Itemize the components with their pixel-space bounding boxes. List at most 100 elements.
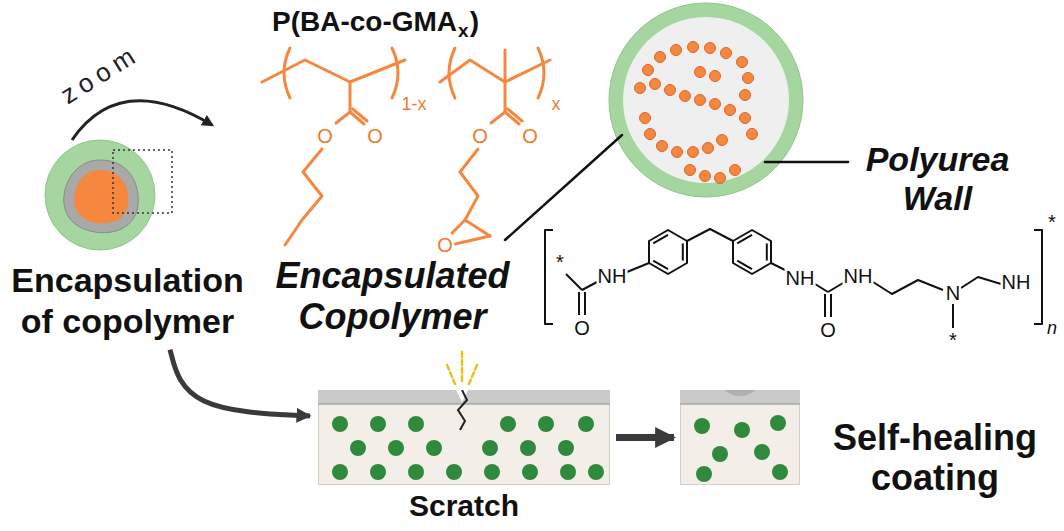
scratch-spark	[461, 352, 464, 384]
microcapsule	[426, 440, 442, 456]
atom-label: O	[436, 235, 454, 255]
atom-label: *	[555, 252, 565, 272]
polyurea-structure	[737, 235, 752, 244]
atom-label: O	[316, 126, 334, 146]
copolymer-dot	[737, 57, 748, 68]
copolymer-structure	[349, 82, 352, 112]
microcapsule	[350, 440, 366, 456]
copolymer-dot	[635, 42, 758, 184]
polyurea-structure	[578, 292, 580, 315]
copolymer-dot	[655, 52, 666, 63]
copolymer-dot	[695, 67, 706, 78]
atom-label: *	[1047, 212, 1057, 232]
copolymer-dot	[688, 42, 699, 53]
polyurea-structure	[653, 235, 668, 244]
polyurea-structure	[545, 230, 553, 324]
microcapsule	[408, 416, 424, 432]
copolymer-structure	[460, 149, 478, 220]
capsule-node: Encapsulation of copolymer	[0, 130, 255, 342]
topcoat-edge	[680, 403, 800, 405]
polyurea-structure	[961, 277, 1001, 288]
coating-layer	[318, 390, 610, 485]
copolymer-structure	[455, 236, 490, 244]
atom-label: NH	[785, 268, 816, 288]
copolymer-dot	[688, 147, 699, 158]
crack	[458, 390, 467, 430]
polyurea-structure	[771, 263, 785, 270]
copolymer-structure	[504, 82, 507, 112]
polyurea-structure	[830, 294, 832, 317]
coating-layer	[680, 390, 800, 485]
copolymer-structure	[392, 48, 398, 98]
microcapsule	[694, 418, 710, 434]
subscript: 1-x	[401, 95, 426, 113]
polyurea-structure	[627, 263, 649, 272]
healed-scar	[724, 390, 756, 396]
copolymer-dot	[700, 171, 711, 182]
copolymer-dot	[671, 45, 682, 56]
microcapsule	[520, 440, 536, 456]
scratch-spark	[447, 365, 455, 384]
zoom-arrow	[72, 101, 212, 140]
copolymer-structure	[491, 112, 505, 123]
microcapsule	[772, 464, 788, 480]
copolymer-dot	[740, 90, 751, 101]
polyurea-structure	[815, 284, 828, 292]
copolymer-dot	[710, 71, 721, 82]
copolymer-structure	[353, 109, 367, 121]
atom-label: *	[948, 330, 958, 350]
microcapsule	[370, 464, 386, 480]
zoom-frame	[113, 150, 172, 213]
coating-panel: Scratch	[318, 390, 610, 485]
microcapsule	[484, 464, 500, 480]
copolymer-structure	[452, 220, 465, 233]
copolymer-dot	[705, 43, 716, 54]
polyurea-structure	[766, 243, 768, 260]
copolymer-dot	[657, 141, 668, 152]
leader-line	[505, 135, 848, 240]
polyurea-structure	[824, 294, 826, 317]
copolymer-dot	[650, 79, 661, 90]
topcoat	[680, 390, 800, 404]
microcapsule	[770, 415, 786, 431]
microcapsule	[578, 416, 594, 432]
atom-label: O	[573, 318, 591, 338]
microcapsule	[522, 464, 538, 480]
microcapsule	[558, 440, 574, 456]
copolymer-structure	[465, 220, 490, 236]
copolymer-dot	[643, 65, 654, 76]
flow-arrow	[616, 434, 674, 441]
flow-arrow	[170, 350, 310, 416]
atom-label: O	[819, 320, 837, 340]
atom-label: NH	[1001, 272, 1032, 292]
microcapsule	[560, 464, 576, 480]
polyurea-structure	[737, 261, 752, 270]
capsule-large	[609, 3, 803, 197]
copolymer-dot	[703, 143, 714, 154]
capsule-large	[609, 3, 803, 197]
microcapsule	[332, 464, 348, 480]
copolymer-structure	[440, 60, 550, 82]
copolymer-structure	[538, 48, 544, 98]
polyurea-structure	[682, 243, 684, 260]
atom-label: N	[945, 283, 961, 303]
microcapsule	[734, 422, 750, 438]
copolymer-structure	[508, 109, 522, 121]
atom-label: O	[471, 126, 489, 146]
copolymer-dot	[672, 147, 683, 158]
atom-label: NH	[597, 266, 628, 286]
copolymer-dot	[680, 91, 691, 102]
callout-label: Encapsulated Copolymer	[255, 255, 530, 338]
structure-title: )	[470, 8, 479, 36]
microcapsule	[446, 464, 462, 480]
copolymer-dot	[730, 165, 741, 176]
copolymer-dot	[743, 73, 754, 84]
zoom-label: zoom	[56, 40, 144, 108]
microcapsule	[696, 466, 712, 482]
microcapsule	[500, 416, 516, 432]
structure-subscript: x	[458, 21, 469, 40]
atom-label: O	[521, 126, 539, 146]
polyurea-structure	[582, 282, 597, 290]
capsule-large	[623, 17, 789, 183]
copolymer-dot	[725, 105, 736, 116]
